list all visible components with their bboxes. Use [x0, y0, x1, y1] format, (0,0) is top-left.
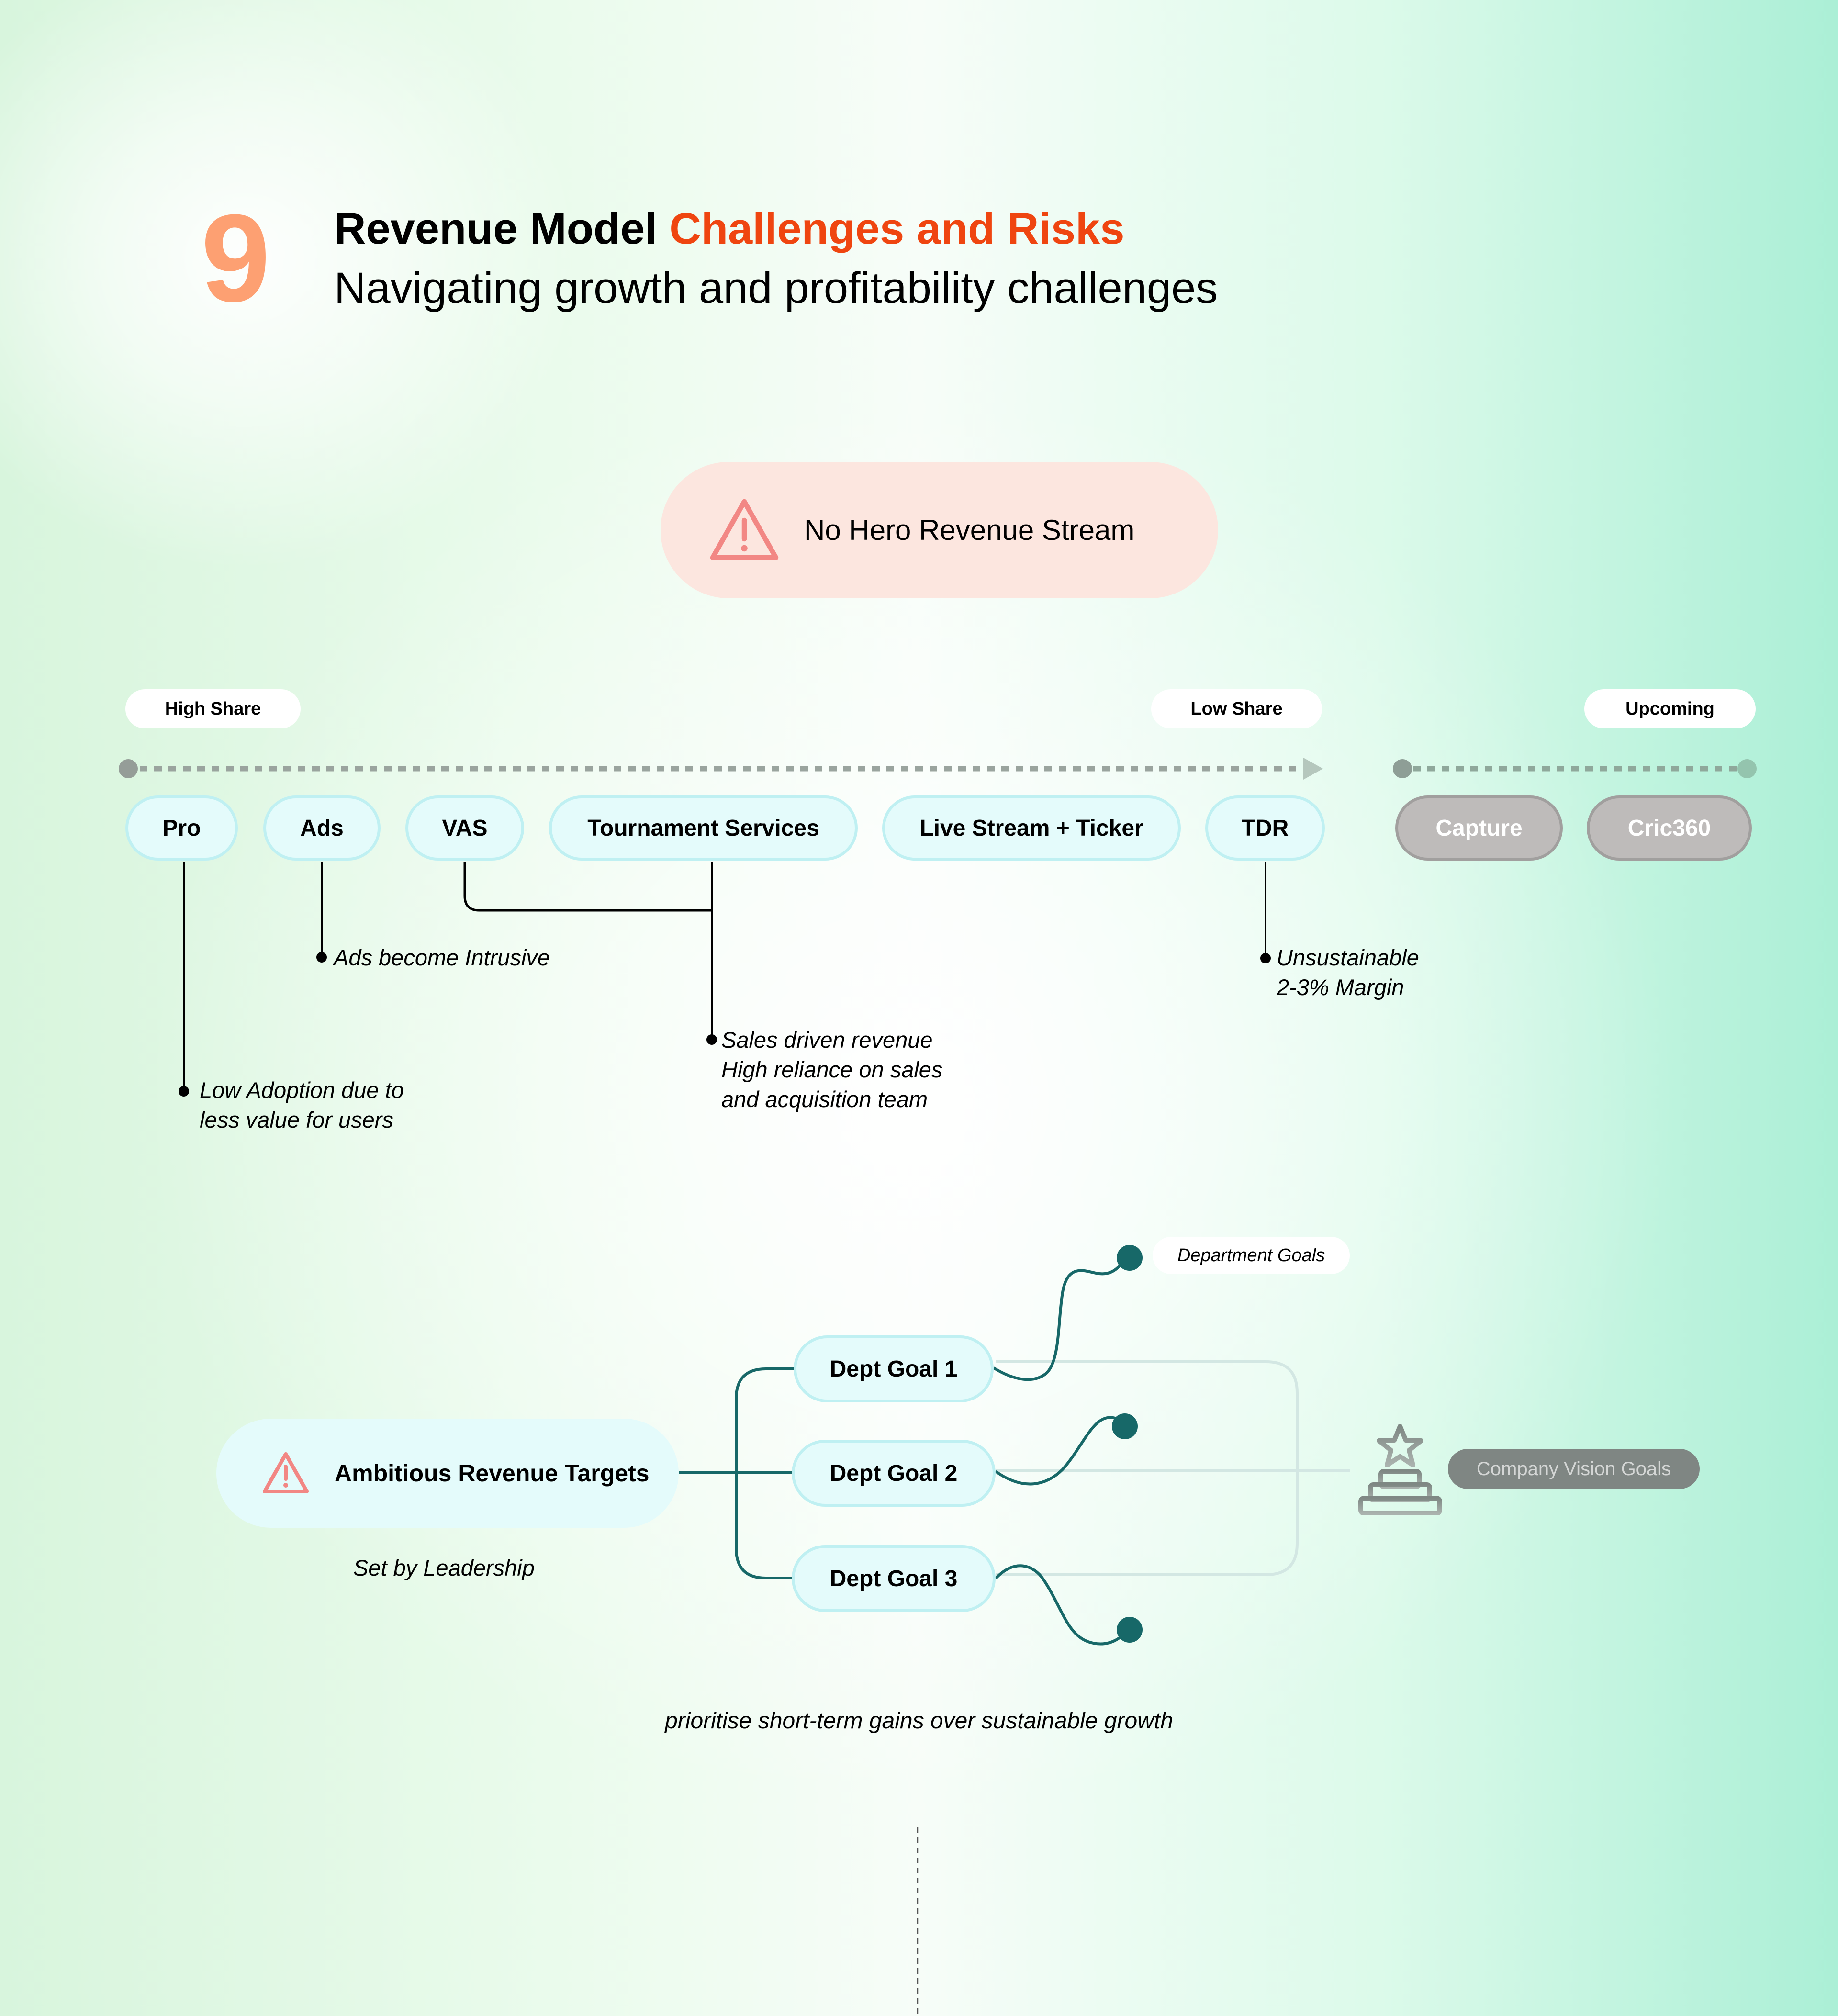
timeline-arrowhead [1303, 758, 1323, 780]
note-sales: Sales driven revenue High reliance on sa… [721, 1025, 942, 1114]
stream-pill-live-stream-ticker[interactable]: Live Stream + Ticker [882, 795, 1181, 861]
dept-goal-2[interactable]: Dept Goal 2 [792, 1440, 996, 1507]
note-line: High reliance on sales [721, 1057, 943, 1082]
tdr-note-dot [1260, 953, 1271, 963]
page-title: Revenue Model Challenges and Risks [334, 207, 1124, 251]
trophy-star-podium-icon [1358, 1424, 1442, 1515]
goal-branch-line [735, 1367, 794, 1579]
stream-pill-vas[interactable]: VAS [405, 795, 524, 861]
stream-pill-tournament-services[interactable]: Tournament Services [549, 795, 858, 861]
ambitious-targets-label: Ambitious Revenue Targets [335, 1460, 650, 1487]
note-ads: Ads become Intrusive [334, 943, 550, 973]
set-by-caption: Set by Leadership [353, 1555, 535, 1580]
timeline-start-dot [119, 759, 138, 778]
dept-goal-3[interactable]: Dept Goal 3 [792, 1545, 996, 1612]
dept-goal-1[interactable]: Dept Goal 1 [794, 1335, 994, 1402]
department-goals-tag: Department Goals [1153, 1237, 1350, 1274]
vision-connector-bracket [996, 1360, 1299, 1576]
hero-callout: No Hero Revenue Stream [661, 462, 1218, 598]
goal3-dot [1117, 1617, 1143, 1643]
note-line: and acquisition team [721, 1086, 928, 1112]
stream-pill-ads[interactable]: Ads [263, 795, 381, 861]
section-number: 9 [201, 189, 270, 328]
hero-label: No Hero Revenue Stream [804, 514, 1135, 546]
tag-high-share: High Share [125, 689, 301, 728]
warning-triangle-icon [710, 499, 779, 560]
note-line: Ads become Intrusive [334, 945, 550, 970]
note-line: Unsustainable [1277, 945, 1419, 970]
note-line: less value for users [200, 1107, 393, 1132]
note-line: Sales driven revenue [721, 1027, 933, 1053]
note-tdr: Unsustainable 2-3% Margin [1277, 943, 1419, 1002]
stream-pill-pro[interactable]: Pro [125, 795, 238, 861]
tag-upcoming: Upcoming [1584, 689, 1756, 728]
note-line: 2-3% Margin [1277, 974, 1404, 1000]
page-subtitle: Navigating growth and profitability chal… [334, 264, 1218, 313]
sales-note-dot [706, 1034, 717, 1045]
note-line: Low Adoption due to [200, 1077, 404, 1103]
upcoming-end-dot [1737, 759, 1757, 778]
upcoming-start-dot [1393, 759, 1412, 778]
stream-pill-capture[interactable]: Capture [1395, 795, 1563, 861]
goal3-wave [994, 1564, 1131, 1646]
warning-triangle-icon [263, 1452, 309, 1493]
goal2-dot [1112, 1413, 1138, 1439]
stream-pill-cric360[interactable]: Cric360 [1587, 795, 1752, 861]
company-vision-goals-badge: Company Vision Goals [1448, 1449, 1700, 1489]
goal1-dot [1117, 1245, 1143, 1271]
note-pro: Low Adoption due to less value for users [200, 1075, 404, 1135]
page-title-accent: Challenges and Risks [669, 204, 1125, 253]
footer-insight: prioritise short-term gains over sustain… [665, 1708, 1173, 1734]
goal2-wave [995, 1416, 1123, 1486]
stream-pill-tdr[interactable]: TDR [1205, 795, 1325, 861]
ambitious-targets-callout: Ambitious Revenue Targets [216, 1419, 679, 1528]
vas-tournament-connector [463, 862, 712, 912]
pro-note-dot [179, 1086, 189, 1097]
page-title-main: Revenue Model [334, 204, 670, 253]
ads-note-dot [316, 952, 327, 963]
tag-low-share: Low Share [1151, 689, 1322, 728]
goal1-wave [993, 1248, 1131, 1381]
